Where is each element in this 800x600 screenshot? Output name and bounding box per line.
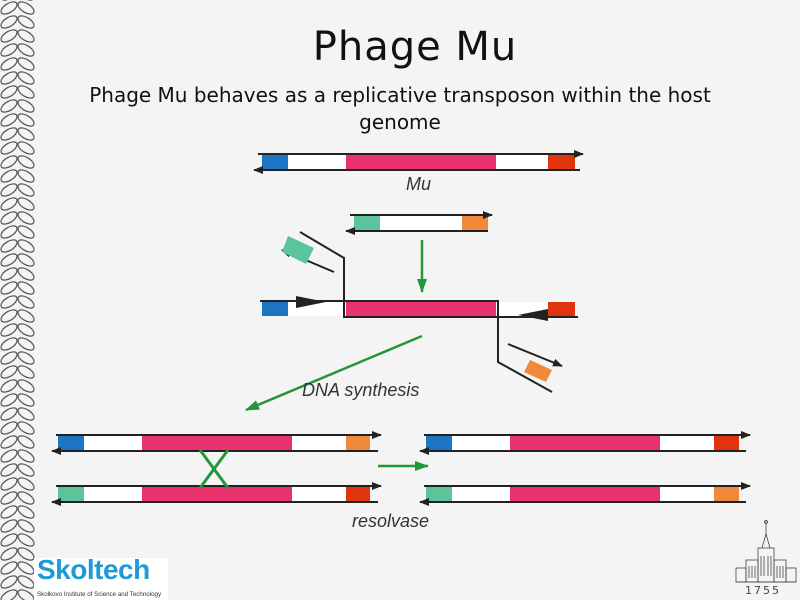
logo-tagline: Skolkovo Institute of Science and Techno… — [37, 591, 162, 598]
university-building-icon — [735, 520, 797, 583]
spacer-segment — [452, 436, 510, 450]
orange-target-segment — [524, 360, 552, 382]
spacer-segment — [84, 436, 142, 450]
spacer-segment — [660, 487, 714, 501]
blue-end-segment — [58, 436, 84, 450]
red-end-segment — [548, 302, 575, 316]
red-end-segment — [714, 436, 739, 450]
resolvase-label: resolvase — [352, 511, 429, 531]
top-strand — [260, 300, 499, 316]
spacer-segment — [660, 436, 714, 450]
replication-arrow — [518, 309, 578, 321]
mu-body-segment — [510, 487, 660, 501]
upper-flap-strand — [299, 231, 345, 300]
red-end-segment — [346, 487, 370, 501]
resolved-product-top — [419, 431, 751, 455]
strand-transfer-intermediate — [260, 231, 578, 393]
spacer-segment — [292, 487, 346, 501]
building-year: 1755 — [745, 584, 781, 597]
target-dna — [345, 211, 493, 235]
replication-arrow — [262, 296, 326, 308]
lower-flap-arrow — [507, 343, 563, 367]
spacer-segment — [288, 155, 346, 169]
recombination-crossover — [198, 449, 230, 489]
teal-target-segment — [58, 487, 84, 501]
orange-target-segment — [462, 216, 488, 230]
mu-body-segment — [346, 302, 496, 316]
logo-name: Skoltech — [37, 554, 150, 585]
mu-label: Mu — [406, 174, 431, 194]
spacer-segment — [496, 155, 548, 169]
spacer-segment — [452, 487, 510, 501]
slide-subtitle: Phage Mu behaves as a replicative transp… — [89, 83, 711, 134]
mu-body-segment — [142, 487, 292, 501]
diagonal-arrow — [245, 334, 423, 412]
skoltech-logo: Skoltech Skolkovo Institute of Science a… — [34, 554, 168, 600]
teal-target-segment — [426, 487, 452, 501]
cointegrate-top-duplex — [51, 431, 382, 455]
chain-border-decoration — [0, 0, 35, 600]
spacer-segment — [292, 436, 346, 450]
cointegrate-bottom-duplex — [51, 482, 382, 506]
lower-flap-strand — [497, 318, 553, 393]
orange-target-segment — [346, 436, 370, 450]
teal-target-segment — [282, 236, 314, 264]
orange-target-segment — [714, 487, 739, 501]
red-end-segment — [548, 155, 575, 169]
resolved-product-bottom — [419, 482, 751, 506]
teal-target-segment — [354, 216, 380, 230]
blue-end-segment — [262, 155, 288, 169]
dna-synthesis-label: DNA synthesis — [302, 380, 419, 400]
bottom-strand — [343, 302, 578, 318]
mu-body-segment — [142, 436, 292, 450]
spacer-segment — [84, 487, 142, 501]
blue-end-segment — [262, 302, 288, 316]
mu-element — [253, 150, 584, 174]
blue-end-segment — [426, 436, 452, 450]
mu-body-segment — [346, 155, 496, 169]
mu-body-segment — [510, 436, 660, 450]
slide-title: Phage Mu — [312, 24, 518, 70]
spacer-segment — [380, 216, 462, 230]
